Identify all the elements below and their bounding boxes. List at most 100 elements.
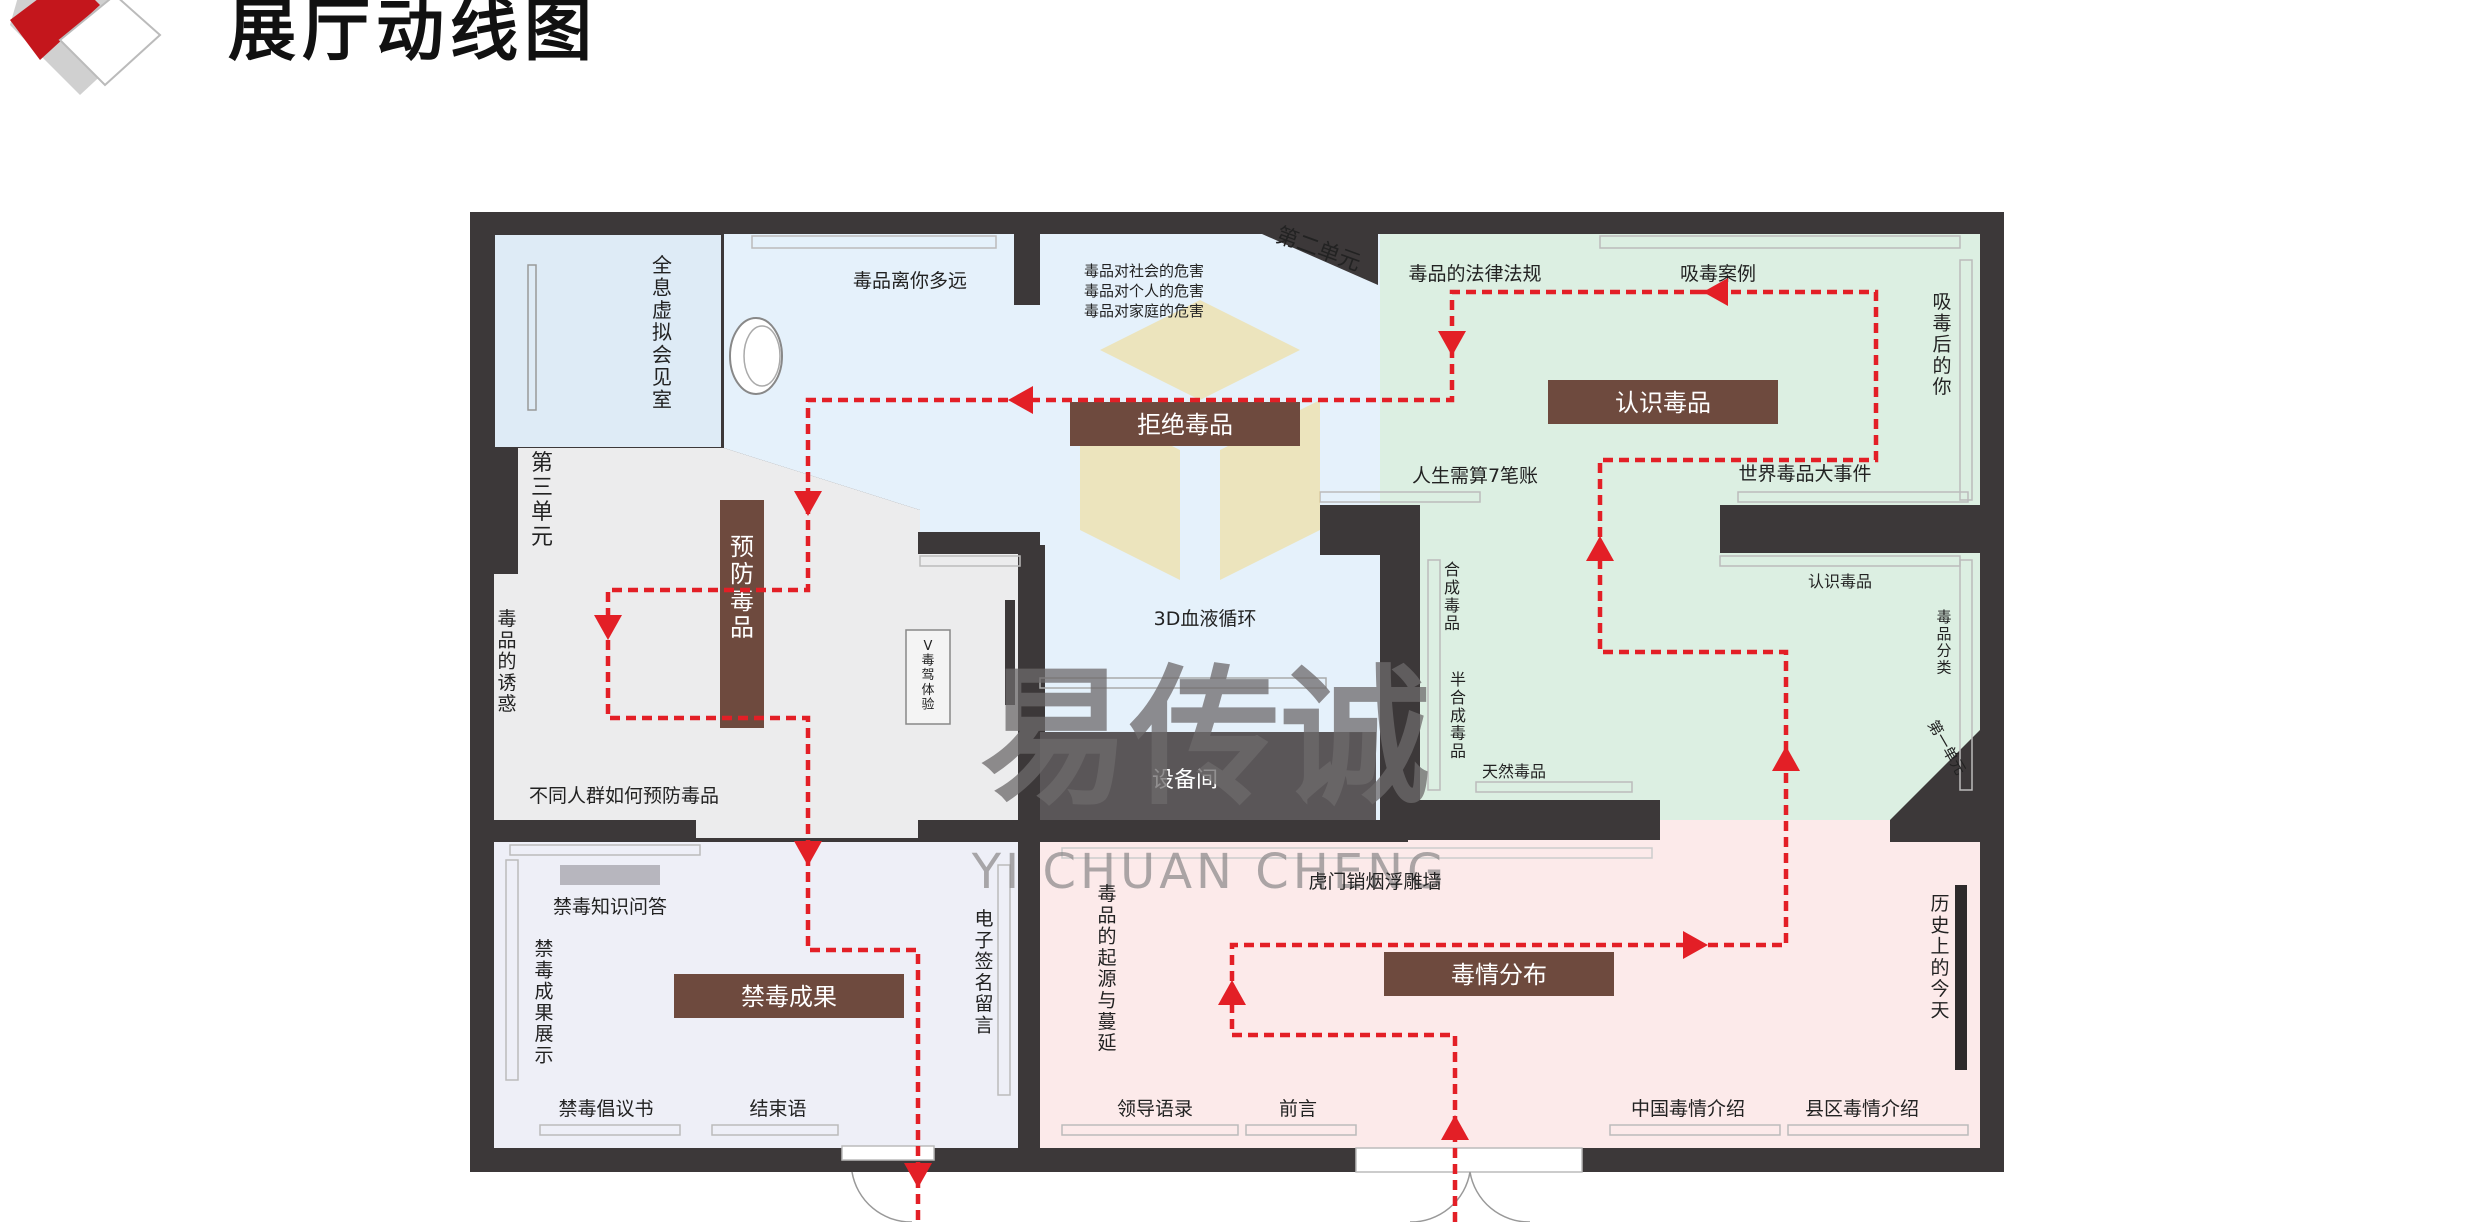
page-title: 展厅动线图	[228, 0, 599, 71]
wall	[1018, 532, 1040, 1148]
entrance-door	[1355, 1147, 1583, 1173]
display-strip	[997, 864, 1011, 1096]
exhibit-origin: 毒品的起源与蔓延	[1097, 883, 1116, 1054]
exit-door-swing	[851, 1171, 912, 1222]
room-equipment-label: 设备间	[1152, 768, 1218, 793]
section-refuse-bar	[1070, 402, 1300, 446]
section-distribution: 毒情分布	[1384, 952, 1614, 996]
room-blood-label: 3D血液循环	[1154, 608, 1257, 630]
display-strip	[1959, 259, 1973, 501]
exhibit-quiz: 禁毒知识问答	[553, 896, 667, 918]
exhibit-preface: 前言	[1279, 1098, 1317, 1120]
route-arrow-up-icon	[1772, 746, 1800, 771]
wall	[1014, 234, 1040, 304]
wall	[918, 820, 1408, 842]
room-equipment	[1040, 732, 1376, 820]
exhibit-harm-person: 毒品对个人的危害	[1084, 282, 1204, 300]
display-strip	[1245, 1124, 1357, 1136]
display-strip	[1719, 555, 1961, 567]
section-distribution-bar	[1384, 952, 1614, 996]
exhibit-leaders: 领导语录	[1117, 1098, 1193, 1120]
section-distribution-label: 毒情分布	[1451, 961, 1547, 989]
watermark-cube-top	[1100, 300, 1300, 400]
watermark-en: YI CHUAN CHENG	[971, 844, 1449, 900]
display-strip	[527, 264, 537, 411]
blood-display	[1039, 677, 1327, 689]
section-prevent-label: 预防毒品	[730, 533, 754, 642]
logo-icon	[10, 0, 162, 95]
wall	[1890, 730, 1980, 842]
exhibit-how-far: 毒品离你多远	[853, 270, 967, 292]
entrance-door-swing	[1410, 1171, 1471, 1222]
exhibit-closing: 结束语	[749, 1098, 806, 1120]
route-arrow-right-icon	[1683, 931, 1708, 959]
display-strip	[751, 235, 997, 249]
exhibit-achieve-show: 禁毒成果展示	[534, 938, 553, 1067]
wall	[494, 820, 696, 840]
exhibit-esign: 电子签名留言	[974, 908, 993, 1037]
exhibit-proposal: 禁毒倡议书	[558, 1098, 653, 1120]
hologram-pod	[743, 325, 781, 387]
display-strip	[1427, 559, 1441, 791]
section-achieve-bar	[674, 974, 904, 1018]
exhibit-events: 世界毒品大事件	[1738, 463, 1871, 485]
exhibit-after: 吸毒后的你	[1932, 291, 1951, 398]
section-refuse: 拒绝毒品	[1070, 402, 1300, 446]
exhibit-life7: 人生需算7笔账	[1412, 465, 1538, 487]
route-arrow-down-icon	[794, 491, 822, 516]
v-experience-box	[905, 629, 951, 725]
display-strip	[539, 1124, 681, 1136]
display-strip	[1599, 235, 1961, 249]
wall	[1380, 505, 1420, 805]
exhibit-history: 历史上的今天	[1930, 893, 1949, 1022]
display-strip	[1061, 1124, 1239, 1136]
display-strip	[1005, 600, 1015, 705]
route-arrow-left-icon	[1703, 278, 1728, 306]
exhibit-natural: 天然毒品	[1482, 762, 1546, 781]
section-achieve: 禁毒成果	[674, 974, 904, 1018]
exhibit-county: 县区毒情介绍	[1805, 1098, 1919, 1120]
route-arrow-up-icon	[1586, 536, 1614, 561]
section-know-label: 认识毒品	[1615, 389, 1711, 417]
exhibit-law: 毒品的法律法规	[1408, 263, 1541, 285]
exhibit-humen: 虎门销烟浮雕墙	[1308, 871, 1441, 893]
room-hologram-label: 全息虚拟会见室	[652, 253, 672, 411]
display-strip	[505, 859, 519, 1081]
route-arrow-up-icon	[1218, 980, 1246, 1005]
exhibit-temptation: 毒品的诱惑	[497, 608, 516, 715]
section-prevent: 预防毒品	[720, 500, 764, 728]
route-arrow-down-icon	[594, 615, 622, 640]
display-strip	[1959, 559, 1973, 791]
route-arrow-up-icon	[1441, 1115, 1469, 1140]
zone-hologram	[493, 233, 723, 449]
section-know-bar	[1548, 380, 1778, 424]
exit-door	[841, 1145, 935, 1161]
display-strip	[1737, 491, 1969, 503]
route-arrow-down-icon	[794, 841, 822, 866]
route-arrow-left-icon	[1008, 386, 1033, 414]
visitor-route-cont	[605, 289, 1700, 1222]
exhibit-classify: 毒品分类	[1936, 608, 1951, 676]
display-strip	[1061, 847, 1653, 859]
section-achieve-label: 禁毒成果	[741, 983, 837, 1011]
wall	[1380, 800, 1660, 840]
exhibit-how-prevent: 不同人群如何预防毒品	[529, 785, 719, 807]
header: 展厅动线图	[0, 0, 2465, 110]
display-strip	[1609, 1124, 1781, 1136]
display-strip	[1787, 1124, 1969, 1136]
display-strip	[919, 555, 1021, 567]
route-arrow-down-icon	[1438, 331, 1466, 356]
display-strip	[1475, 781, 1633, 793]
zone-unit2-corner	[1262, 234, 1378, 285]
display-strip	[1955, 885, 1967, 1070]
unit3-label: 第三单元	[531, 451, 553, 550]
exhibit-synthetic: 合成毒品	[1444, 560, 1460, 633]
display-strip	[711, 1124, 839, 1136]
wall	[1720, 505, 1980, 553]
watermark-cn: 易传诚	[980, 652, 1430, 826]
section-prevent-bar	[720, 500, 764, 728]
wall	[494, 448, 518, 574]
display-strip	[560, 865, 660, 885]
display-strip	[509, 844, 701, 856]
